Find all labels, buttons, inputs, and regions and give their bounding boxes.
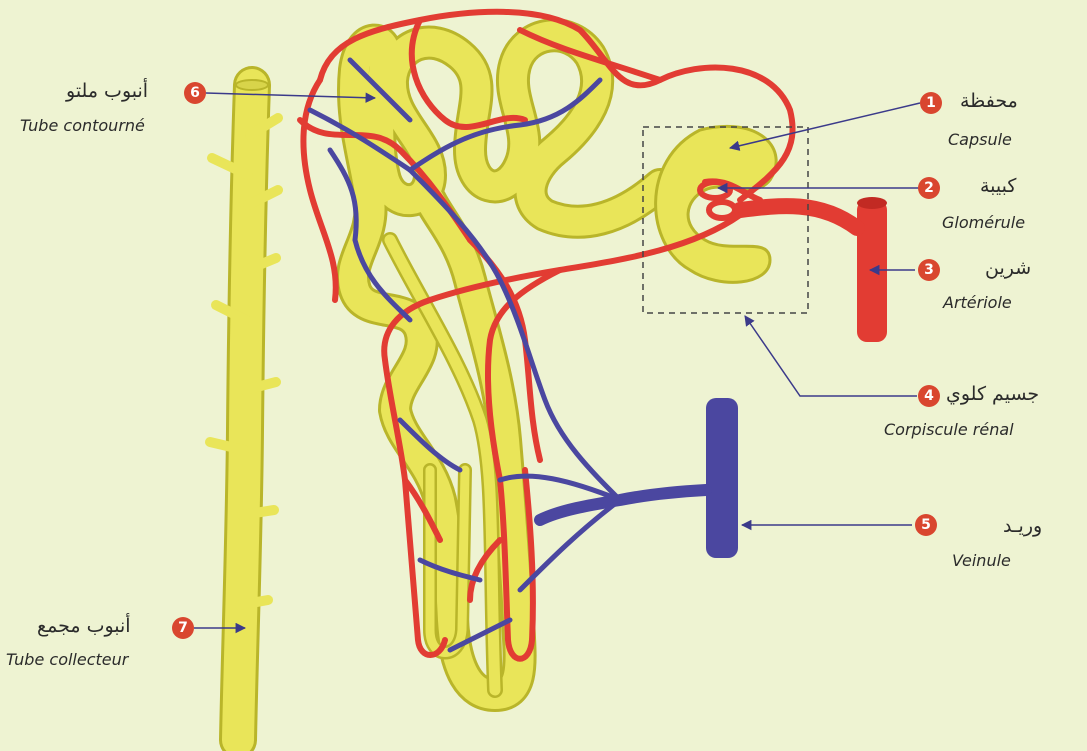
badge-5: 5 [915, 514, 937, 536]
badge-2: 2 [918, 177, 940, 199]
label-1-french: Capsule [948, 130, 1012, 149]
badge-3: 3 [918, 259, 940, 281]
label-2-arabic: كبيبة [980, 175, 1016, 197]
label-6-arabic: أنبوب ملتو [66, 80, 148, 102]
label-5-arabic: وريـد [1003, 515, 1042, 537]
label-4-arabic: جسيم كلوي [946, 383, 1039, 405]
label-3-arabic: شرين [985, 257, 1031, 279]
veinule [540, 398, 738, 558]
badge-7: 7 [172, 617, 194, 639]
badge-4: 4 [918, 385, 940, 407]
pointer-lines [194, 93, 920, 628]
badge-6: 6 [184, 82, 206, 104]
collecting-tube [210, 80, 278, 740]
badge-1: 1 [920, 92, 942, 114]
label-4-french: Corpiscule rénal [884, 420, 1014, 439]
label-6-french: Tube contourné [20, 116, 145, 135]
label-5-french: Veinule [952, 551, 1011, 570]
label-7-french: Tube collecteur [6, 650, 128, 669]
label-2-french: Glomérule [942, 213, 1025, 232]
label-3-french: Artériole [943, 293, 1012, 312]
label-7-arabic: أنبوب مجمع [37, 615, 131, 637]
label-1-arabic: محفظة [960, 90, 1018, 112]
